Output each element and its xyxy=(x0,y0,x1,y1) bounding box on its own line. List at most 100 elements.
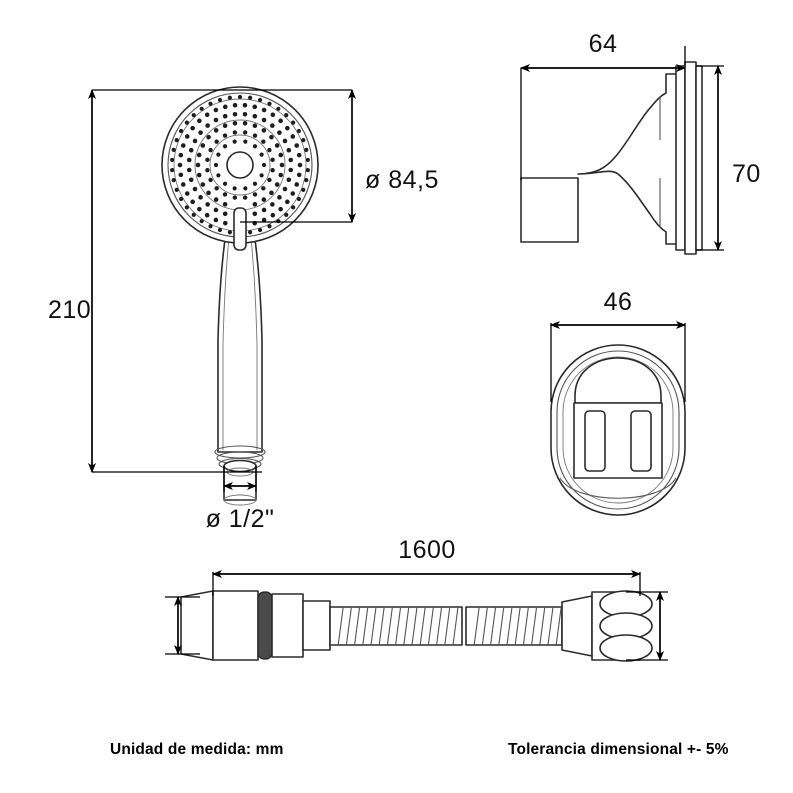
nozzle-dot xyxy=(206,134,211,140)
dimension-connector: ø 1/2" xyxy=(206,466,274,533)
hose-coil-left xyxy=(329,606,463,646)
hose-coil-rib xyxy=(555,606,562,646)
dimension-head-diameter: ø 84,5 xyxy=(240,89,438,223)
nozzle-dot xyxy=(261,162,267,168)
nozzle-dot xyxy=(213,128,219,133)
bracket-slot-right xyxy=(630,410,652,472)
nozzle-dot xyxy=(285,199,290,205)
hose-coil-rib xyxy=(436,606,443,646)
nozzle-dot xyxy=(270,112,276,118)
nozzle-dot xyxy=(205,123,210,128)
nozzle-dot xyxy=(222,201,228,207)
hose-coil-rib xyxy=(473,606,480,646)
bracket-shell-inner xyxy=(562,356,674,504)
nozzle-dot xyxy=(206,190,211,196)
nozzle-dot xyxy=(184,120,189,125)
nozzle-dot xyxy=(286,147,292,153)
nozzle-dot xyxy=(278,118,283,124)
nozzle-dot xyxy=(269,134,274,140)
nozzle-dot xyxy=(170,157,175,163)
nozzle-dot xyxy=(227,95,232,100)
nozzle-dot xyxy=(179,128,184,134)
nozzle-dot xyxy=(232,102,238,108)
nozzle-dot xyxy=(252,201,258,207)
nozzle-dot xyxy=(296,128,301,134)
nozzle-dot xyxy=(188,147,194,153)
dimension-70: 70 xyxy=(696,65,760,251)
nozzle-dot xyxy=(191,212,196,217)
hose-right-nut-band-bottom xyxy=(599,634,653,662)
nozzle-dot xyxy=(204,212,210,218)
nozzle-dot xyxy=(261,197,267,202)
nozzle-dot xyxy=(198,130,203,135)
nozzle-dot xyxy=(270,212,276,218)
nozzle-dot xyxy=(288,157,294,163)
nozzle-dot xyxy=(213,197,219,202)
nozzle-dot xyxy=(252,113,258,119)
nozzle-dot xyxy=(269,190,274,196)
nozzle-dot xyxy=(304,147,309,152)
nozzle-dot xyxy=(277,195,282,200)
nozzle-dot xyxy=(199,219,204,224)
nozzle-dot xyxy=(216,152,221,157)
nozzle-dot xyxy=(267,101,272,106)
nozzle-dot xyxy=(294,182,300,187)
nozzle-dot xyxy=(186,167,192,173)
nozzle-dot xyxy=(217,227,223,233)
center-outlet xyxy=(226,151,254,179)
nozzle-dot xyxy=(232,130,238,135)
nozzle-dot xyxy=(205,157,210,163)
nozzle-dot xyxy=(267,147,272,153)
nozzle-dot xyxy=(222,181,228,186)
hose-coil-rib xyxy=(444,606,451,646)
nozzle-dot xyxy=(291,205,296,210)
nozzle-dot xyxy=(252,123,258,129)
nozzle-dot xyxy=(227,230,232,235)
nozzle-dot xyxy=(197,206,202,212)
nozzle-dot xyxy=(232,186,237,191)
nozzle-dot xyxy=(195,162,201,168)
nozzle-dot xyxy=(214,139,219,144)
nozzle-dot xyxy=(242,121,248,126)
nozzle-dot xyxy=(301,187,306,192)
nozzle-dot xyxy=(288,167,294,173)
spray-face-ring-3 xyxy=(209,134,271,196)
nozzle-dot xyxy=(191,113,196,118)
hose-coil-rib xyxy=(403,606,410,646)
nozzle-dot xyxy=(196,172,202,178)
nozzle-dot xyxy=(270,202,275,207)
connector-barrel-bottom xyxy=(223,494,257,506)
nozzle-dot xyxy=(171,147,176,152)
note-unit-of-measure: Unidad de medida: mm xyxy=(110,741,284,758)
note-tolerance: Tolerancia dimensional +- 5% xyxy=(508,741,729,758)
nozzle-dot xyxy=(276,106,281,111)
nozzle-dot xyxy=(216,173,221,178)
hose-coil-rib xyxy=(481,606,488,646)
hose-coil-rib xyxy=(354,606,361,646)
hose-coil-rib xyxy=(395,606,402,646)
nozzle-dot xyxy=(290,191,296,196)
hose-coil-right xyxy=(465,606,563,646)
nozzle-dot xyxy=(208,224,213,229)
nozzle-pattern xyxy=(170,94,310,235)
nozzle-dot xyxy=(214,186,219,191)
nozzle-dot xyxy=(232,139,237,144)
bracket-lower-arc xyxy=(559,477,677,499)
hose-coil-rib xyxy=(345,606,352,646)
nozzle-dot xyxy=(242,130,248,135)
nozzle-dot xyxy=(184,134,190,139)
hose-coil-rib xyxy=(362,606,369,646)
hose-coil-envelope xyxy=(329,606,463,646)
nozzle-dot xyxy=(279,162,285,168)
nozzle-dot xyxy=(304,178,309,183)
hose-coil-rib xyxy=(370,606,377,646)
handle-inner-line-left xyxy=(222,237,230,450)
nozzle-dot xyxy=(278,206,283,212)
nozzle-dot xyxy=(261,117,267,123)
nozzle-dot xyxy=(208,177,213,183)
hose-coil-envelope xyxy=(465,606,563,646)
nozzle-dot xyxy=(213,107,219,113)
nozzle-dot xyxy=(278,172,284,178)
hose-left-nut xyxy=(212,590,259,661)
